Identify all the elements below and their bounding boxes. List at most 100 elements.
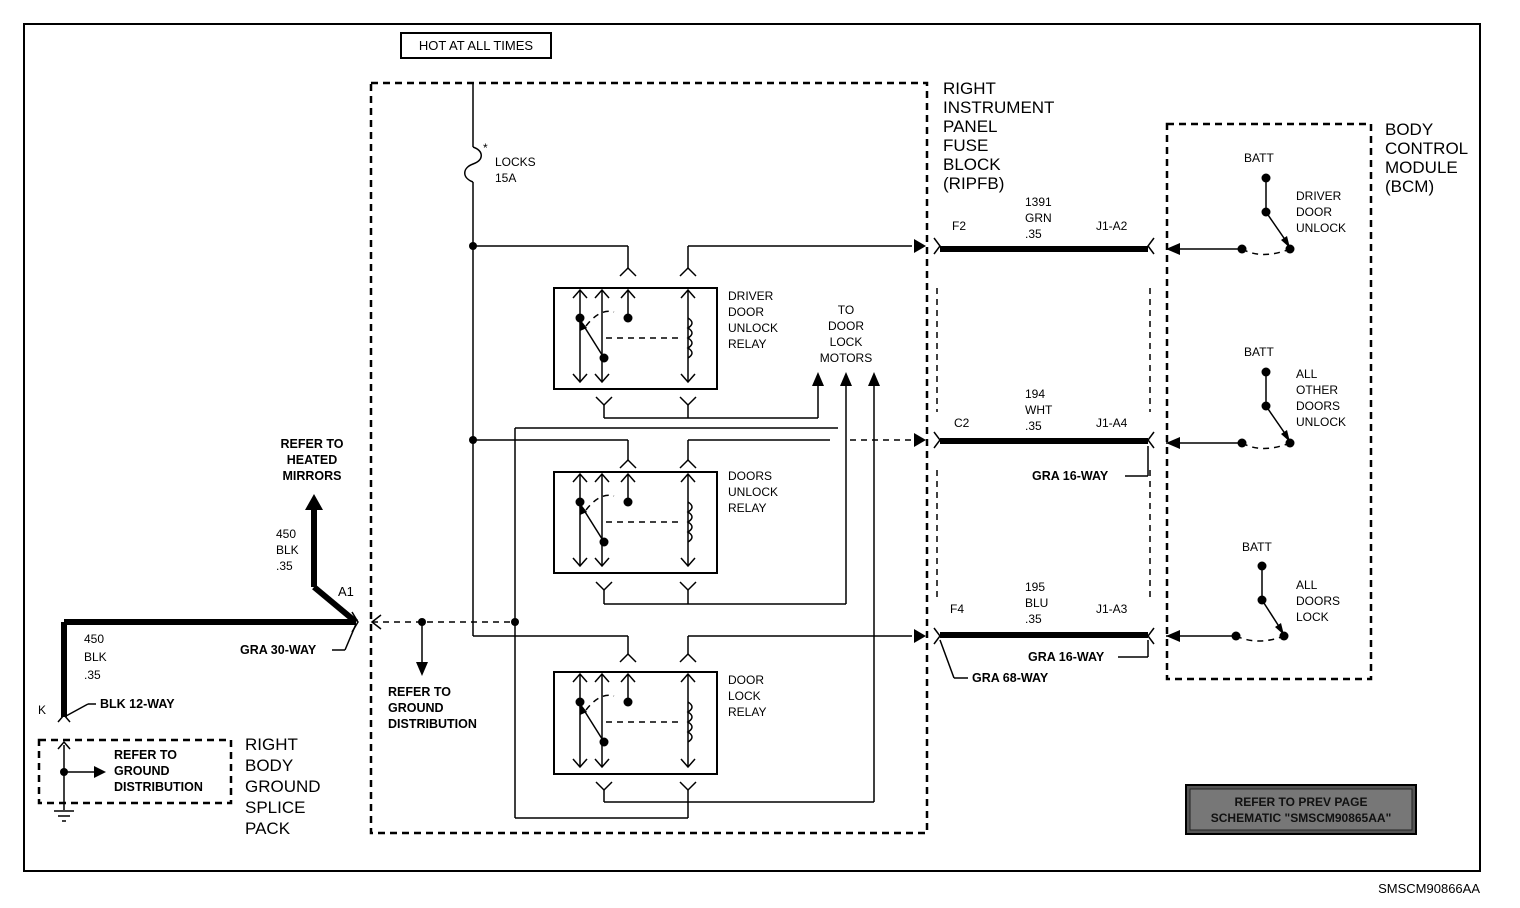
bcm-switch-all-other-doors-unlock: BATT ALL OTHER DOORS UNLOCK (1166, 345, 1346, 450)
svg-text:MIRRORS: MIRRORS (282, 469, 341, 483)
figure-id: SMSCM90866AA (1378, 881, 1480, 896)
svg-text:.35: .35 (1025, 227, 1042, 241)
svg-text:LOCK: LOCK (728, 689, 761, 703)
svg-text:BATT: BATT (1244, 345, 1274, 359)
bcm-switch-driver-door-unlock: BATT DRIVER DOOR UNLOCK (1166, 151, 1346, 256)
circuit-195-blu: F4 195 BLU .35 J1-A3 (933, 580, 1155, 645)
svg-text:F4: F4 (950, 602, 964, 616)
svg-text:GRA 16-WAY: GRA 16-WAY (1032, 469, 1109, 483)
svg-text:INSTRUMENT: INSTRUMENT (943, 98, 1054, 117)
svg-text:BATT: BATT (1244, 151, 1274, 165)
svg-text:J1-A4: J1-A4 (1096, 416, 1128, 430)
splice-pack-label: RIGHT BODY GROUND SPLICE PACK (245, 735, 321, 838)
svg-text:GROUND: GROUND (114, 764, 170, 778)
bcm-switch-all-doors-lock: BATT ALL DOORS LOCK (1166, 540, 1340, 642)
svg-text:.35: .35 (84, 668, 101, 682)
bcm-box (1165, 122, 1373, 681)
ripfb-box (369, 81, 929, 835)
svg-text:(BCM): (BCM) (1385, 177, 1434, 196)
svg-text:A1: A1 (338, 584, 354, 599)
bcm-title: BODY CONTROL MODULE (BCM) (1385, 120, 1468, 196)
svg-text:PANEL: PANEL (943, 117, 998, 136)
svg-text:TO: TO (838, 303, 854, 317)
svg-text:WHT: WHT (1025, 403, 1053, 417)
svg-text:UNLOCK: UNLOCK (728, 321, 778, 335)
svg-text:1391: 1391 (1025, 195, 1052, 209)
svg-text:LOCKS: LOCKS (495, 155, 536, 169)
svg-text:DOORS: DOORS (1296, 594, 1340, 608)
locks-fuse: * LOCKS 15A (464, 84, 536, 620)
svg-text:GRA 68-WAY: GRA 68-WAY (972, 671, 1049, 685)
svg-text:MOTORS: MOTORS (820, 351, 872, 365)
svg-text:BLK 12-WAY: BLK 12-WAY (100, 697, 175, 711)
diagram-frame (23, 23, 1481, 872)
svg-text:REFER TO: REFER TO (114, 748, 177, 762)
ground-distribution-ref-center: REFER TO GROUND DISTRIBUTION (388, 685, 477, 731)
svg-text:450: 450 (84, 632, 104, 646)
svg-text:DOORS: DOORS (728, 469, 772, 483)
svg-text:UNLOCK: UNLOCK (728, 485, 778, 499)
svg-text:ALL: ALL (1296, 578, 1318, 592)
ground-symbol (54, 810, 74, 822)
svg-text:ALL: ALL (1296, 367, 1318, 381)
svg-text:F2: F2 (952, 219, 966, 233)
svg-text:REFER TO: REFER TO (388, 685, 451, 699)
svg-text:.35: .35 (1025, 612, 1042, 626)
svg-text:CONTROL: CONTROL (1385, 139, 1468, 158)
svg-text:BODY: BODY (245, 756, 293, 775)
svg-text:DRIVER: DRIVER (1296, 189, 1342, 203)
relay-driver-door-unlock: DRIVER DOOR UNLOCK RELAY (473, 239, 926, 419)
svg-text:(RIPFB): (RIPFB) (943, 174, 1004, 193)
svg-text:RIGHT: RIGHT (245, 735, 298, 754)
svg-text:DOORS: DOORS (1296, 399, 1340, 413)
svg-text:GROUND: GROUND (245, 777, 321, 796)
svg-text:K: K (38, 703, 46, 717)
svg-text:J1-A2: J1-A2 (1096, 219, 1128, 233)
svg-text:194: 194 (1025, 387, 1045, 401)
svg-text:RELAY: RELAY (728, 337, 766, 351)
svg-text:RIGHT: RIGHT (943, 79, 996, 98)
svg-text:HEATED: HEATED (287, 453, 337, 467)
svg-text:DOOR: DOOR (828, 319, 864, 333)
circuit-1391-grn: F2 1391 GRN .35 J1-A2 (933, 195, 1155, 255)
svg-text:LOCK: LOCK (830, 335, 863, 349)
svg-text:HOT AT ALL TIMES: HOT AT ALL TIMES (419, 38, 533, 53)
svg-text:C2: C2 (954, 416, 970, 430)
hot-at-all-times-label: HOT AT ALL TIMES (400, 32, 552, 59)
svg-text:450: 450 (276, 527, 296, 541)
svg-text:195: 195 (1025, 580, 1045, 594)
heated-mirrors-ref: REFER TO HEATED MIRRORS (281, 437, 344, 483)
svg-text:SPLICE: SPLICE (245, 798, 305, 817)
ground-distribution-ref-box: REFER TO GROUND DISTRIBUTION (114, 748, 203, 794)
ground-splice-box (37, 738, 233, 805)
svg-text:MODULE: MODULE (1385, 158, 1458, 177)
svg-text:LOCK: LOCK (1296, 610, 1329, 624)
svg-text:REFER TO: REFER TO (281, 437, 344, 451)
svg-text:BLK: BLK (84, 650, 107, 664)
relay-door-lock: DOOR LOCK RELAY (553, 636, 874, 803)
svg-text:DRIVER: DRIVER (728, 289, 774, 303)
svg-text:RELAY: RELAY (728, 501, 766, 515)
svg-text:OTHER: OTHER (1296, 383, 1338, 397)
svg-text:UNLOCK: UNLOCK (1296, 415, 1346, 429)
svg-text:BATT: BATT (1242, 540, 1272, 554)
svg-text:DOOR: DOOR (728, 305, 764, 319)
svg-text:BODY: BODY (1385, 120, 1433, 139)
svg-text:GRA 30-WAY: GRA 30-WAY (240, 643, 317, 657)
ripfb-title: RIGHT INSTRUMENT PANEL FUSE BLOCK (RIPFB… (943, 79, 1054, 193)
svg-text:GRN: GRN (1025, 211, 1052, 225)
svg-text:DOOR: DOOR (1296, 205, 1332, 219)
svg-text:REFER TO PREV PAGE: REFER TO PREV PAGE (1235, 795, 1368, 809)
svg-text:RELAY: RELAY (728, 705, 766, 719)
previous-page-note: REFER TO PREV PAGE SCHEMATIC "SMSCM90865… (1185, 784, 1417, 835)
svg-text:.35: .35 (276, 559, 293, 573)
svg-text:GRA 16-WAY: GRA 16-WAY (1028, 650, 1105, 664)
svg-text:UNLOCK: UNLOCK (1296, 221, 1346, 235)
svg-text:PACK: PACK (245, 819, 291, 838)
svg-text:GROUND: GROUND (388, 701, 444, 715)
svg-text:DISTRIBUTION: DISTRIBUTION (388, 717, 477, 731)
to-door-lock-motors-label: TO DOOR LOCK MOTORS (820, 303, 872, 365)
connector-labels: GRA 16-WAY GRA 16-WAY GRA 68-WAY (939, 446, 1149, 685)
relay-doors-unlock: DOORS UNLOCK RELAY (473, 433, 926, 605)
